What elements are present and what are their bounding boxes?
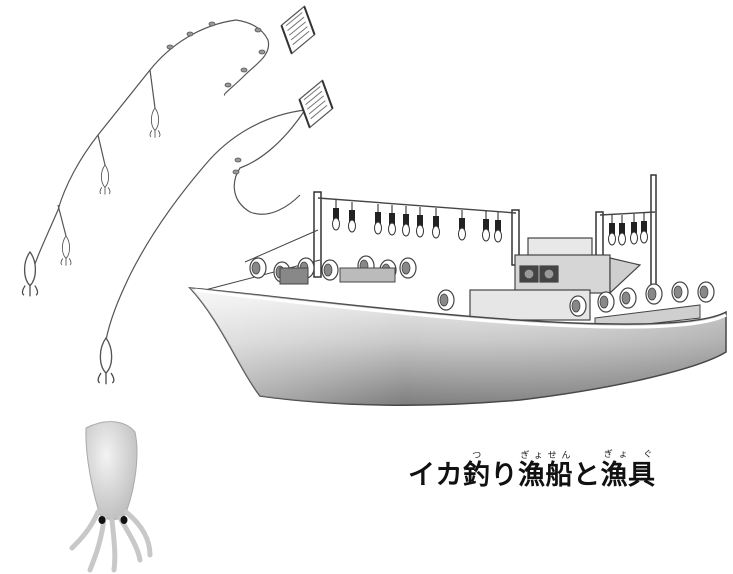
squid-fishing-boat-icon bbox=[188, 174, 727, 406]
caption-segment: と bbox=[573, 460, 601, 491]
fishing-line-icon bbox=[29, 19, 306, 341]
squid-illustration-icon bbox=[69, 421, 153, 573]
caption-segment: 漁船ぎょせん bbox=[518, 451, 573, 491]
jigging-reel-icon bbox=[277, 5, 337, 129]
caption-segment: イカ bbox=[408, 460, 463, 491]
caption-segment: 釣つ bbox=[463, 451, 491, 491]
caption-segment: り bbox=[490, 460, 518, 491]
figure-caption: イカ 釣つ り 漁船ぎょせん と 漁具ぎょ ぐ bbox=[408, 450, 656, 510]
squid-jig-icon bbox=[21, 107, 161, 385]
caption-segment: 漁具ぎょ ぐ bbox=[600, 450, 656, 491]
